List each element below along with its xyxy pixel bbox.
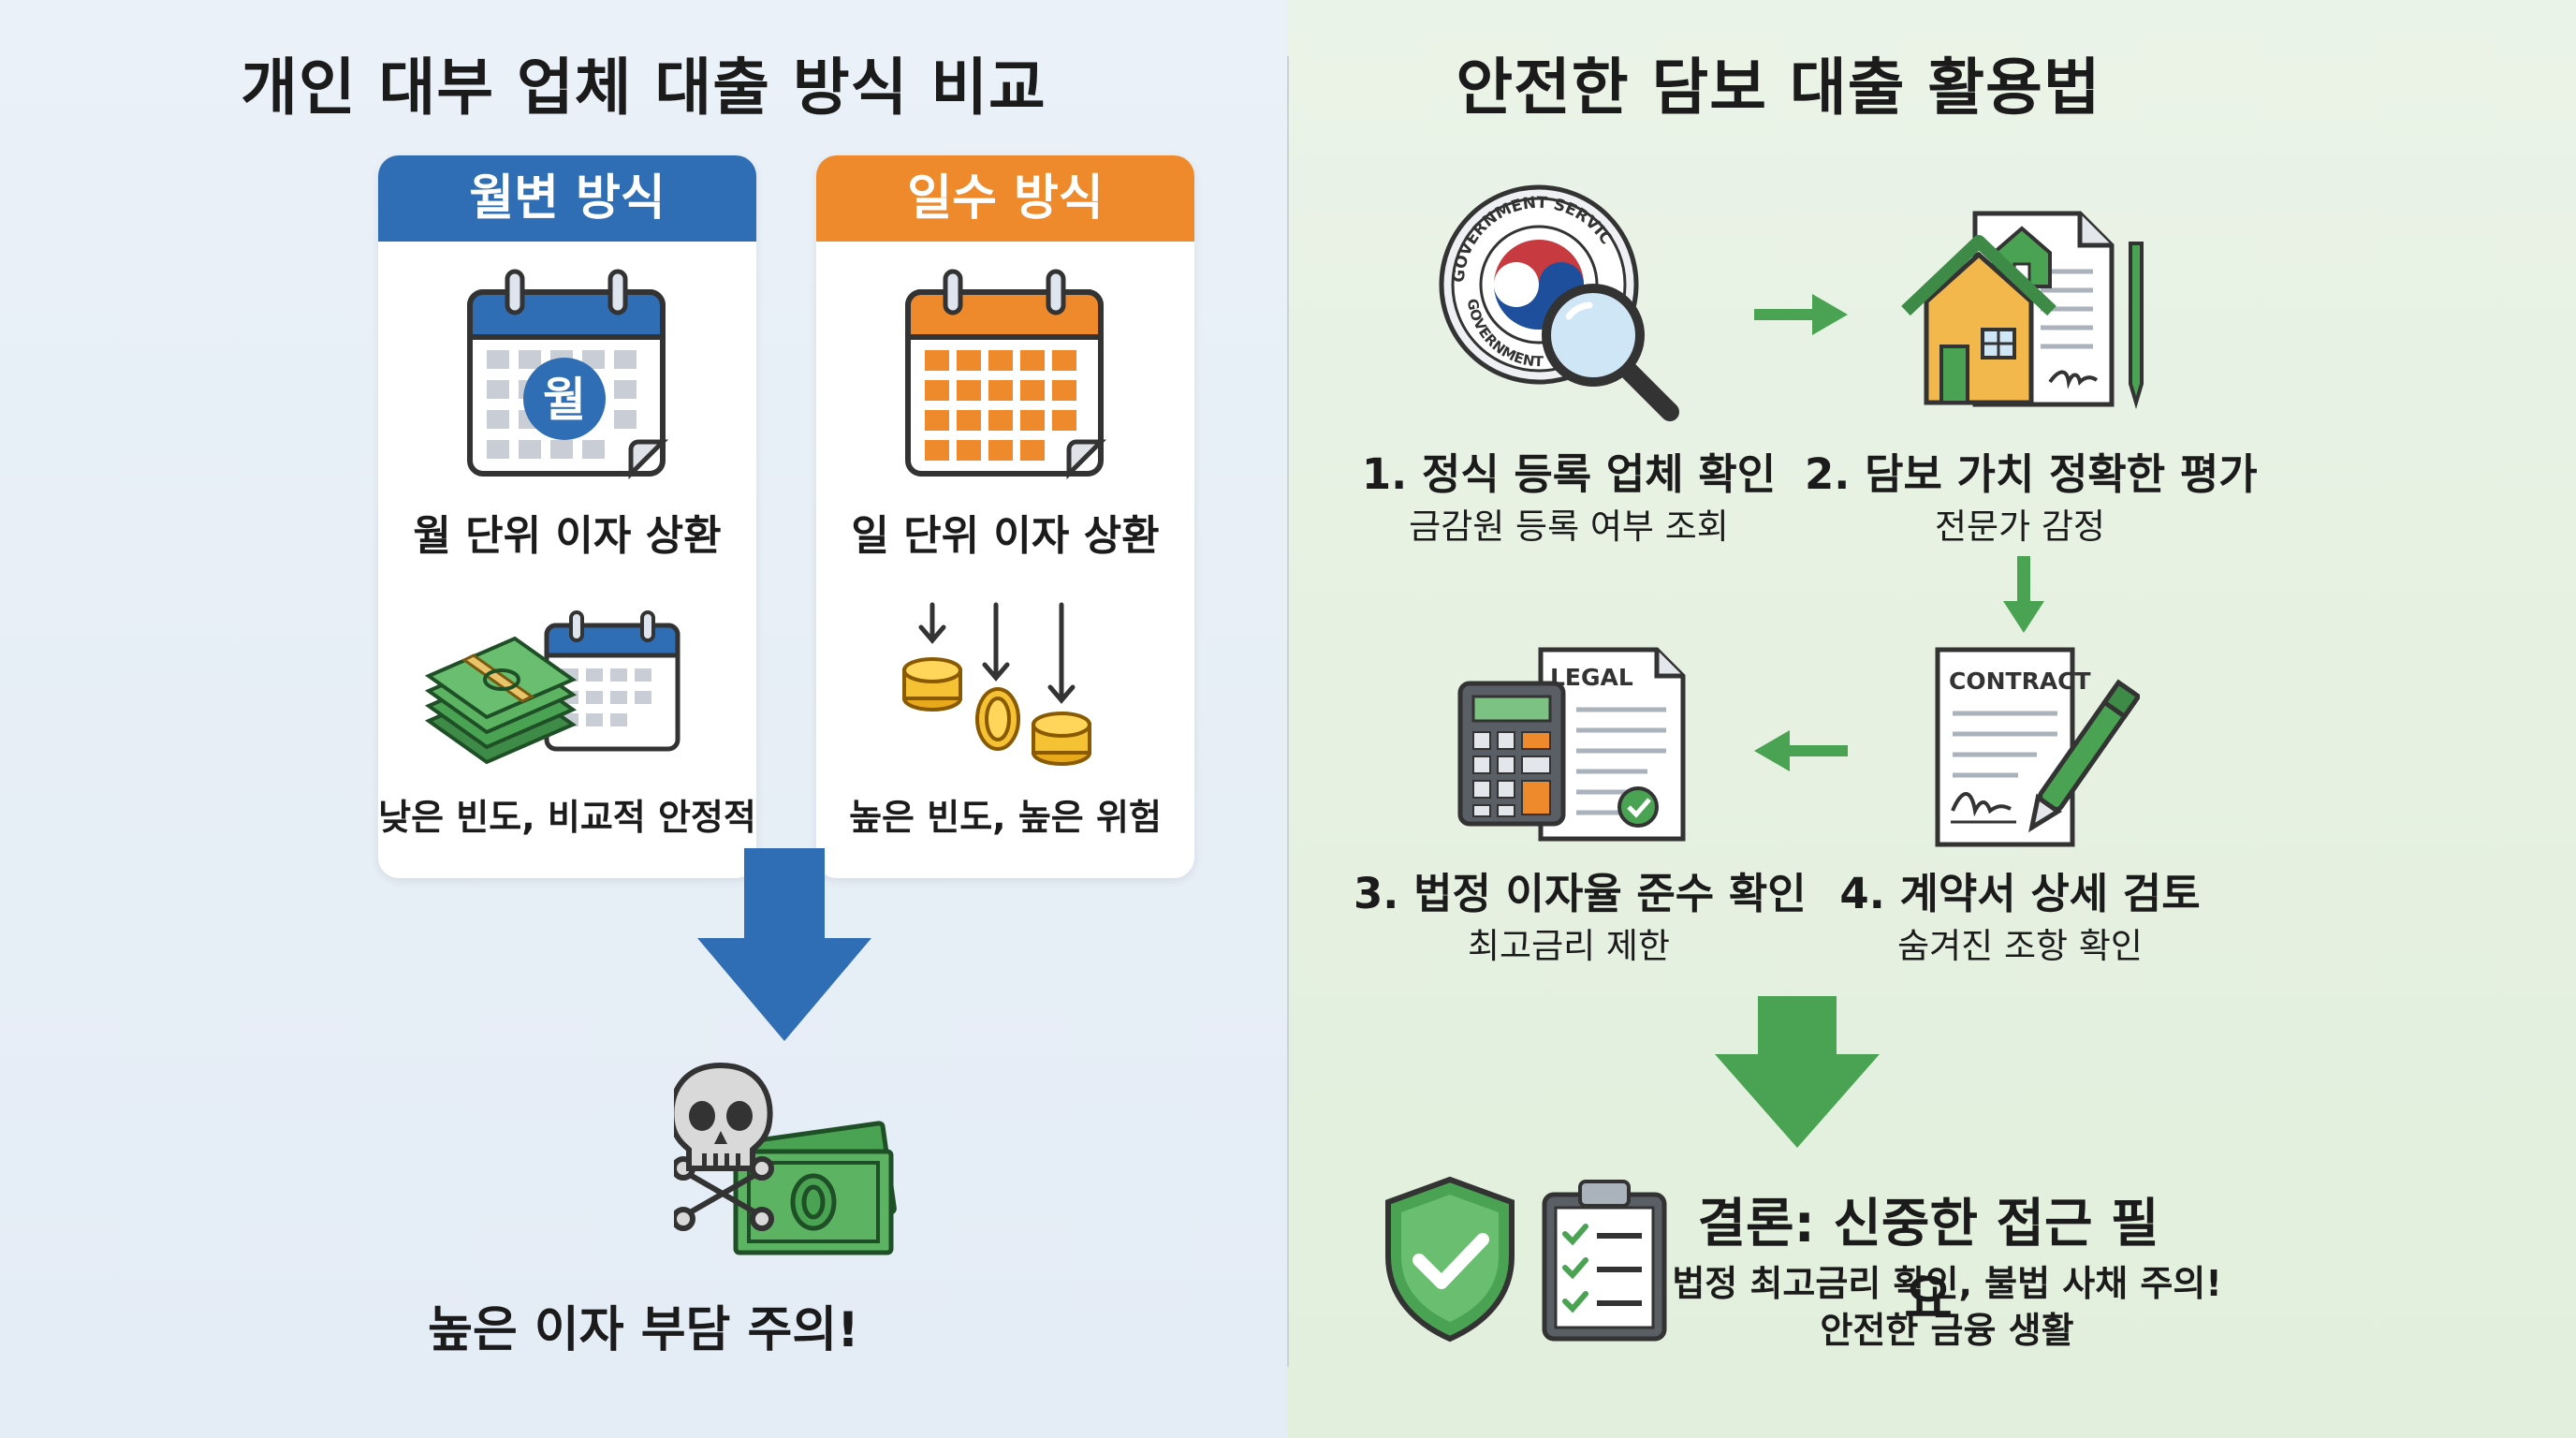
card-monthly-label-sub: 낮은 빈도, 비교적 안정적 [378, 797, 756, 838]
left-title: 개인 대부 업체 대출 방식 비교 [241, 51, 1046, 124]
card-monthly-label-main: 월 단위 이자 상환 [413, 512, 722, 560]
card-daily-label-main: 일 단위 이자 상환 [851, 512, 1160, 560]
shield-check-icon [1385, 1176, 1515, 1343]
skull-money-icon [674, 1062, 897, 1255]
government-seal-magnifier-icon: GOVERNMENT SERVIC GOVERNMENT [1439, 184, 1679, 421]
interest-warning: 높은 이자 부담 주의! [428, 1302, 859, 1358]
checklist-clipboard-icon [1542, 1180, 1667, 1342]
card-daily: 일수 방식 일 단위 이자 상환 높은 빈도, [816, 155, 1194, 878]
daily-calendar-icon [905, 269, 1107, 480]
step2-sub: 전문가 감정 [1935, 506, 2105, 547]
right-title: 안전한 담보 대출 활용법 [1456, 51, 2101, 124]
legal-label: LEGAL [1550, 664, 1633, 691]
card-daily-header: 일수 방식 [816, 155, 1194, 242]
monthly-calendar-icon: 월 [467, 269, 669, 480]
card-daily-label-sub: 높은 빈도, 높은 위험 [849, 797, 1162, 838]
step4-title: 4. 계약서 상세 검토 [1839, 869, 2201, 918]
down-arrow-blue-icon [697, 848, 871, 1041]
step1-title: 1. 정식 등록 업체 확인 [1361, 449, 1777, 499]
contract-label: CONTRACT [1949, 668, 2091, 695]
conclusion-title: 결론: 신중한 접근 필요 [1697, 1194, 2159, 1330]
down-arrow-small-icon [2003, 556, 2044, 633]
card-monthly: 월변 방식 월 월 단위 이자 상환 낮은 빈도, 비교적 [378, 155, 756, 878]
contract-pen-icon: CONTRACT [1935, 647, 2140, 847]
step2-title: 2. 담보 가치 정확한 평가 [1805, 449, 2258, 499]
step3-title: 3. 법정 이자율 준수 확인 [1354, 869, 1807, 918]
conclusion-line1: 법정 최고금리 확인, 불법 사채 주의! [1672, 1263, 2222, 1304]
falling-coins-icon [902, 602, 1091, 766]
calculator-legal-document-icon: LEGAL [1457, 647, 1686, 842]
calendar-badge-text: 월 [543, 373, 586, 427]
step4-sub: 숨겨진 조항 확인 [1897, 926, 2143, 966]
cash-calendar-icon [424, 610, 681, 765]
card-monthly-header: 월변 방식 [378, 155, 756, 242]
down-arrow-green-icon [1715, 996, 1880, 1148]
left-arrow-icon [1754, 730, 1848, 771]
step3-sub: 최고금리 제한 [1467, 926, 1670, 966]
step1-sub: 금감원 등록 여부 조회 [1409, 506, 1729, 547]
house-document-icon [1901, 211, 2144, 409]
right-arrow-icon [1754, 294, 1848, 335]
panel-divider [1287, 56, 1289, 1367]
conclusion-line2: 안전한 금융 생활 [1820, 1310, 2074, 1351]
